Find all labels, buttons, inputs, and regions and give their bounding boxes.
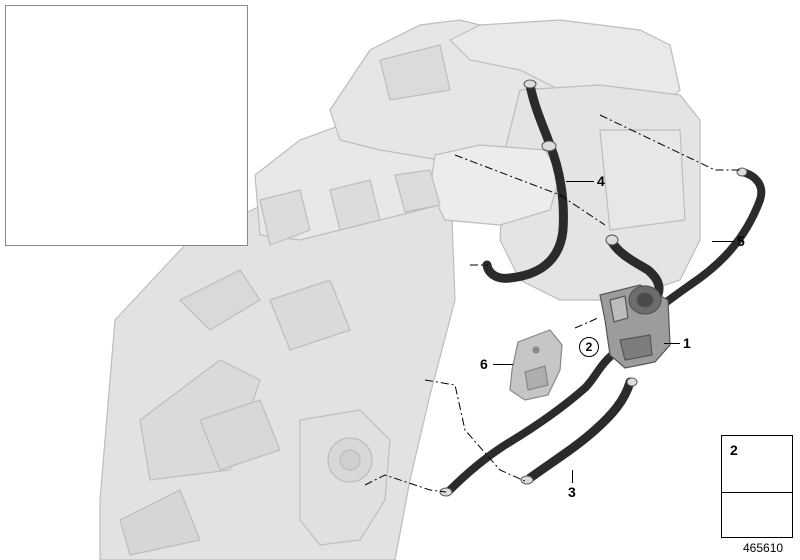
leader-line-6 [493, 364, 513, 365]
hose-group [446, 80, 766, 494]
legend-part-number: 2 [730, 442, 738, 458]
callout-part-3: 3 [568, 484, 576, 500]
hose-lower-long [446, 351, 616, 494]
hose-part-4 [482, 80, 568, 283]
leader-line-5 [712, 241, 734, 242]
hose-part-3 [525, 377, 635, 483]
valve-unit-part-1 [599, 284, 671, 369]
bracket-part-6 [509, 329, 563, 401]
document-id: 465610 [743, 541, 784, 555]
callout-part-5: 5 [737, 233, 745, 249]
hose-clamps [439, 79, 748, 497]
leader-line-1 [664, 343, 680, 344]
leader-line-3 [572, 470, 573, 483]
legend-divider [722, 492, 792, 493]
engine-block-illustration [99, 19, 701, 560]
assembly-lines [364, 114, 740, 493]
parts-legend: 2 [721, 435, 793, 538]
leader-line-4 [566, 181, 594, 182]
hose-part-5 [661, 168, 766, 307]
callout-part-4: 4 [597, 173, 605, 189]
overview-inset [5, 5, 248, 246]
callout-part-2-circled: 2 [579, 337, 599, 357]
callout-part-1: 1 [683, 335, 691, 351]
callout-part-6: 6 [480, 356, 488, 372]
hose-connector [607, 237, 664, 305]
